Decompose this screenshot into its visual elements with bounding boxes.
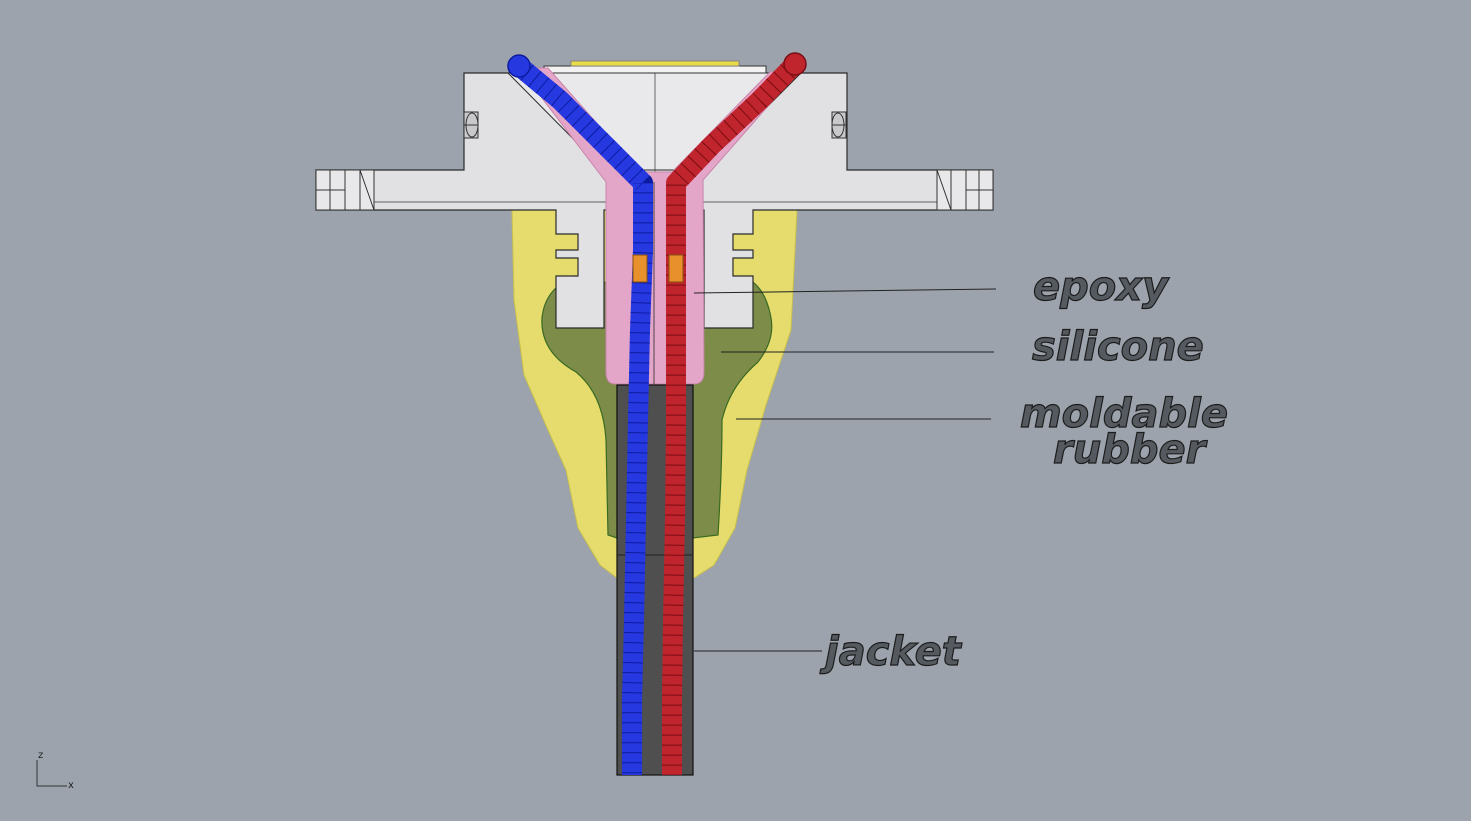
wire-blue: [507, 54, 653, 775]
axis-z-label: z: [38, 750, 43, 761]
flange-bolt-left: [315, 169, 375, 211]
axis-x-label: x: [68, 780, 74, 791]
axis-indicator: z x: [36, 750, 74, 791]
top-cover-trim: [570, 60, 740, 67]
leader-epoxy: [693, 288, 997, 294]
silicone-region: [541, 275, 773, 539]
label-epoxy: epoxy: [1033, 264, 1170, 310]
label-rubber: rubber: [1053, 427, 1208, 473]
label-jacket: jacket: [819, 629, 963, 675]
top-cover: [543, 65, 767, 74]
label-silicone: silicone: [1032, 324, 1204, 370]
wire-red: [662, 52, 807, 775]
screw-right: [831, 111, 847, 139]
connector-blue: [632, 254, 648, 283]
flange-bolt-right: [936, 169, 994, 211]
label-moldable: moldable: [1020, 391, 1228, 437]
connector-red: [668, 254, 684, 283]
screw-left: [463, 111, 479, 139]
